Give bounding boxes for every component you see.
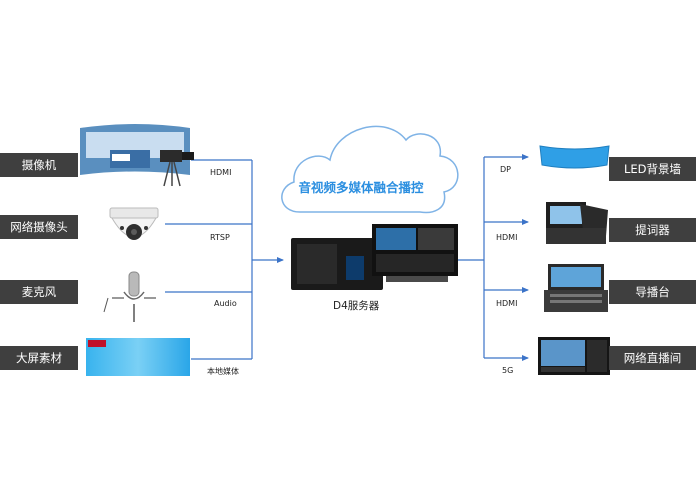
led-wall-image — [539, 145, 610, 169]
input-label-microphone: 麦克风 — [0, 280, 78, 304]
dome-camera-image — [109, 207, 159, 240]
connector-label: 5G — [502, 366, 514, 375]
teleprompter-image — [546, 202, 608, 244]
input-label-camera: 摄像机 — [0, 153, 78, 177]
d4-server-image — [291, 224, 458, 290]
studio-camera-image — [80, 124, 194, 187]
input-label-ip-camera: 网络摄像头 — [0, 215, 78, 239]
microphone-image — [103, 271, 156, 322]
connector-label: RTSP — [210, 233, 230, 242]
server-label: D4服务器 — [333, 300, 380, 312]
input-connectors — [165, 159, 284, 360]
connector-label: HDMI — [496, 233, 518, 242]
large-screen-image — [86, 338, 190, 376]
output-label-director-console: 导播台 — [609, 280, 696, 304]
connector-label: HDMI — [496, 299, 518, 308]
connector-label: Audio — [214, 299, 237, 308]
cloud-shape — [281, 125, 459, 214]
director-console-image — [544, 264, 608, 312]
live-stream-monitor-image — [538, 337, 610, 375]
output-label-led-wall: LED背景墙 — [609, 157, 696, 181]
output-connectors — [458, 154, 529, 361]
output-label-teleprompter: 提词器 — [609, 218, 696, 242]
connector-label: 本地媒体 — [207, 367, 239, 376]
connector-label: HDMI — [210, 168, 232, 177]
cloud-label: 音视频多媒体融合播控 — [298, 180, 424, 195]
connector-label: DP — [500, 165, 511, 174]
input-label-screen-material: 大屏素材 — [0, 346, 78, 370]
output-label-live-stream: 网络直播间 — [609, 346, 696, 370]
